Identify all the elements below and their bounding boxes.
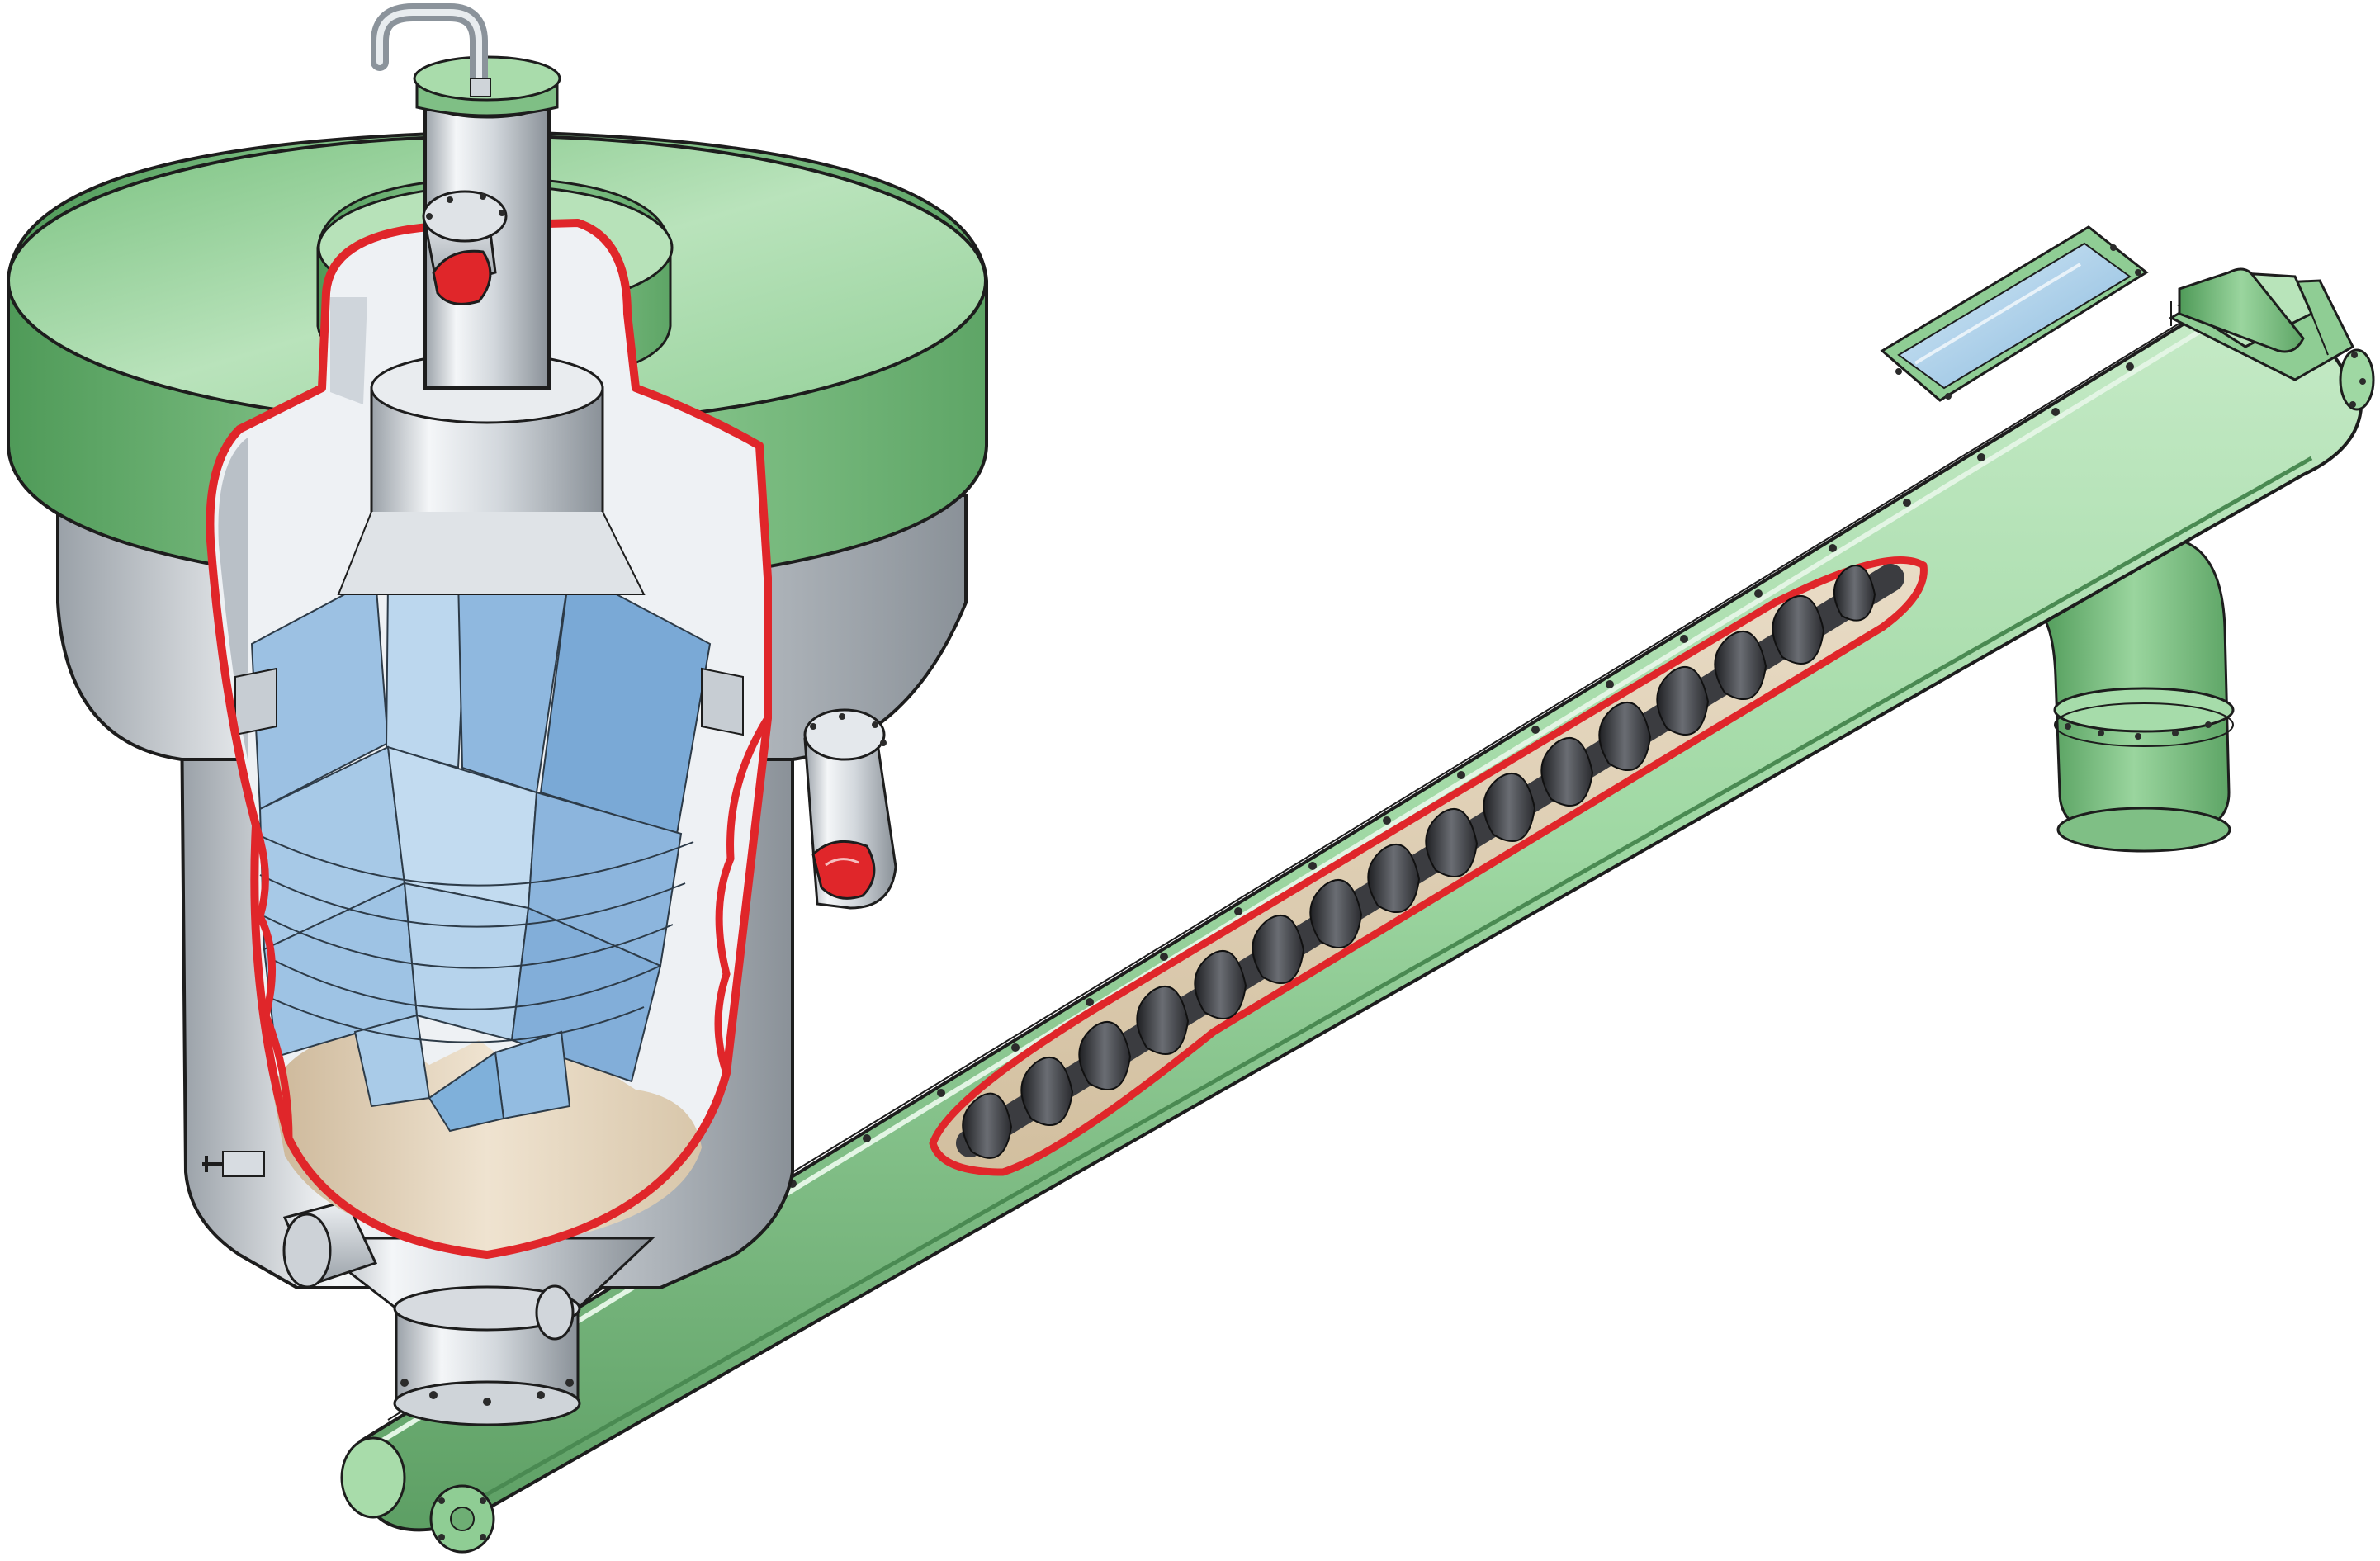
bolt-icon xyxy=(1383,816,1391,825)
bolt-icon xyxy=(1903,499,1911,507)
bolt-icon xyxy=(937,1089,945,1097)
bolt-icon xyxy=(1160,953,1168,961)
bolt-icon xyxy=(1011,1043,1020,1052)
end-flange xyxy=(340,1436,495,1554)
bolt-icon xyxy=(1680,635,1688,643)
side-nozzle xyxy=(202,1151,378,1289)
bolt-icon xyxy=(2051,408,2060,416)
bolt-icon xyxy=(1086,998,1094,1006)
vortex-guide-vanes xyxy=(250,568,712,1133)
vessel-cutaway xyxy=(206,219,772,1259)
screw-flight xyxy=(962,565,1876,1159)
cyclone-vessel xyxy=(7,2,988,1426)
tangential-inlet-nozzle xyxy=(803,708,897,910)
bolt-icon xyxy=(1977,453,1985,461)
inspection-window xyxy=(1880,225,2149,402)
bolt-icon xyxy=(1308,862,1317,870)
bolt-icon xyxy=(2126,362,2134,371)
trough-cutaway xyxy=(929,556,1928,1176)
bolt-icon xyxy=(1234,907,1242,915)
bolt-icon xyxy=(1531,726,1540,734)
bolt-icon xyxy=(1606,680,1614,688)
bolt-icon xyxy=(1754,589,1763,598)
bolt-icon xyxy=(1457,771,1465,779)
conical-bottom xyxy=(301,1237,655,1426)
screw-conveyor xyxy=(340,225,2375,1554)
vapour-outlet-pipe xyxy=(371,2,561,390)
drive-end-housing xyxy=(2168,267,2375,411)
bolt-icon xyxy=(863,1134,871,1142)
discharge-elbow xyxy=(2037,536,2235,853)
bolt-icon xyxy=(1829,544,1837,552)
